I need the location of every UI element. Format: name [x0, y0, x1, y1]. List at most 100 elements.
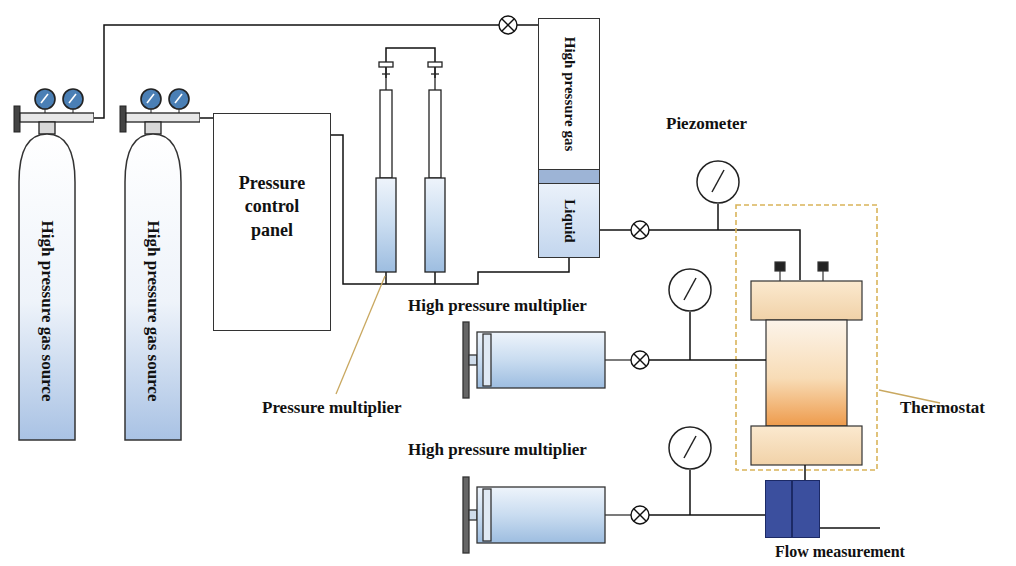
part-label: Piezometer — [666, 114, 747, 134]
pipe — [435, 258, 569, 284]
pressure-multiplier — [376, 178, 396, 272]
high-pressure-multiplier — [463, 322, 631, 398]
pipe — [600, 204, 800, 280]
pressure-multiplier — [425, 178, 445, 272]
valve — [631, 506, 649, 524]
gas-cylinder-part — [14, 106, 20, 132]
pipe — [385, 272, 387, 284]
gas-cylinder-part — [145, 122, 161, 134]
valve — [634, 509, 646, 521]
gas-cylinder-part — [63, 89, 83, 109]
gas-cylinder: High pressure gas source — [118, 82, 200, 444]
part-label: Pressure multiplier — [262, 398, 402, 418]
core-holder — [751, 426, 862, 465]
pressure-multiplier — [429, 90, 441, 178]
piston-vessel: High pressure gasLiquid — [538, 18, 600, 258]
valve — [502, 19, 514, 31]
gas-cylinder-part — [20, 113, 94, 122]
pressure-gauge — [712, 170, 724, 192]
pressure-multiplier — [382, 73, 390, 74]
core-holder — [766, 320, 847, 426]
gas-cylinder-part — [175, 94, 182, 103]
vessel-label: Liquid — [561, 199, 578, 242]
high-pressure-multiplier — [463, 477, 631, 553]
core-holder — [779, 270, 780, 281]
pipe — [649, 359, 766, 361]
pressure-multiplier — [434, 67, 435, 90]
gas-cylinder-part — [19, 134, 75, 440]
cylinder-label: High pressure gas source — [143, 221, 163, 402]
core-holder — [775, 262, 785, 271]
leader-line — [336, 276, 385, 394]
gas-cylinder: High pressure gas source — [12, 82, 94, 444]
control-panel: Pressure control panel — [213, 113, 331, 331]
pressure-multiplier — [376, 62, 445, 272]
gas-cylinder-part — [169, 89, 189, 109]
gas-pipe — [94, 18, 569, 118]
pipe — [434, 272, 436, 284]
high-pressure-multiplier — [483, 334, 491, 386]
valve — [499, 16, 517, 34]
valve — [634, 509, 646, 521]
valve — [631, 221, 649, 239]
part-label: High pressure multiplier — [408, 440, 587, 460]
pipe — [717, 204, 719, 230]
gas-cylinder-part — [125, 134, 181, 440]
cylinder-label-zone: High pressure gas source — [125, 182, 181, 440]
high-pressure-multiplier — [605, 514, 631, 515]
part-label: Thermostat — [900, 398, 985, 418]
valve — [499, 16, 517, 34]
pipe — [649, 230, 800, 280]
gas-pipe — [200, 117, 213, 119]
pressure-gauge — [697, 161, 739, 203]
liquid-chamber: Liquid — [539, 184, 599, 257]
high-pressure-multiplier — [483, 489, 491, 541]
high-pressure-multiplier — [477, 487, 605, 543]
pressure-multiplier — [385, 67, 386, 90]
gas-cylinder-part — [126, 113, 200, 122]
pressure-gauge — [684, 436, 696, 458]
leader-line — [336, 276, 940, 403]
gas-cylinder-part — [35, 89, 55, 109]
valve — [634, 224, 646, 236]
pressure-gauge — [669, 427, 711, 469]
valve — [631, 221, 649, 239]
high-pressure-multiplier — [463, 477, 469, 553]
pipe — [689, 312, 691, 360]
pressure-multiplier — [380, 90, 392, 178]
flow-meter-body — [765, 480, 820, 538]
high-pressure-multiplier — [605, 359, 631, 360]
core-holder — [818, 262, 828, 271]
gas-cylinder-part — [39, 122, 55, 134]
cylinder-label: High pressure gas source — [37, 221, 57, 402]
core-holder — [751, 281, 862, 320]
pipe — [649, 514, 765, 516]
pressure-gauge — [669, 269, 711, 311]
pressure-gauge — [684, 278, 696, 300]
gas-cylinder-part — [120, 106, 126, 132]
flow-meter-divider — [791, 481, 793, 537]
high-pressure-multiplier — [469, 510, 477, 520]
pressure-multiplier — [431, 73, 439, 74]
gas-cylinder-part — [141, 89, 161, 109]
vessel-label: High pressure gas — [561, 37, 578, 151]
part-label: High pressure multiplier — [408, 296, 587, 316]
core-holder — [822, 270, 823, 281]
pipe — [689, 470, 691, 515]
flow-meter: Flow measurement — [765, 480, 945, 564]
pressure-gauge — [669, 427, 711, 469]
cylinder-label-zone: High pressure gas source — [19, 182, 75, 440]
pipe — [820, 527, 880, 529]
gas-chamber: High pressure gas — [539, 19, 599, 169]
pipe — [804, 465, 806, 480]
valve — [631, 351, 649, 369]
gas-cylinder-part — [147, 94, 154, 103]
valve — [634, 224, 646, 236]
flow-meter-label: Flow measurement — [775, 543, 905, 561]
pressure-multiplier — [379, 62, 393, 67]
pressure-multiplier — [428, 62, 442, 67]
valve — [634, 354, 646, 366]
gas-cylinder-part — [69, 94, 76, 103]
thermostat-enclosure — [736, 205, 877, 470]
